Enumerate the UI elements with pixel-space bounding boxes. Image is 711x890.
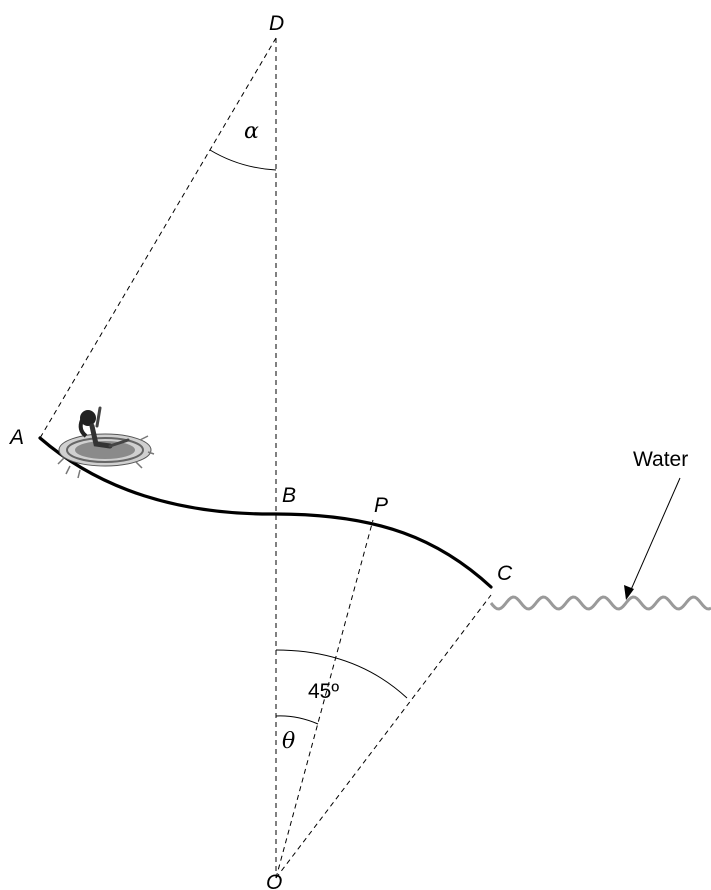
label-45-degrees: 45º (308, 680, 339, 703)
angle-alpha-arc (209, 149, 277, 171)
label-water: Water (633, 448, 688, 471)
slide-path (38, 436, 493, 589)
person-on-tube-icon (57, 406, 155, 479)
angle-theta-arc (275, 715, 319, 725)
label-C: C (497, 562, 513, 585)
label-A: A (8, 426, 24, 449)
label-theta: θ (282, 729, 295, 754)
line-OC (275, 594, 492, 879)
label-O: O (266, 871, 282, 890)
water-arrow (629, 477, 681, 593)
water-surface (489, 595, 711, 611)
line-DA (39, 37, 277, 439)
label-B: B (282, 484, 296, 507)
label-D: D (269, 12, 284, 35)
line-OP (275, 519, 374, 879)
label-P: P (374, 494, 388, 517)
angle-45-arc (275, 649, 408, 699)
label-alpha: α (244, 119, 259, 144)
water-arrowhead (624, 585, 634, 600)
